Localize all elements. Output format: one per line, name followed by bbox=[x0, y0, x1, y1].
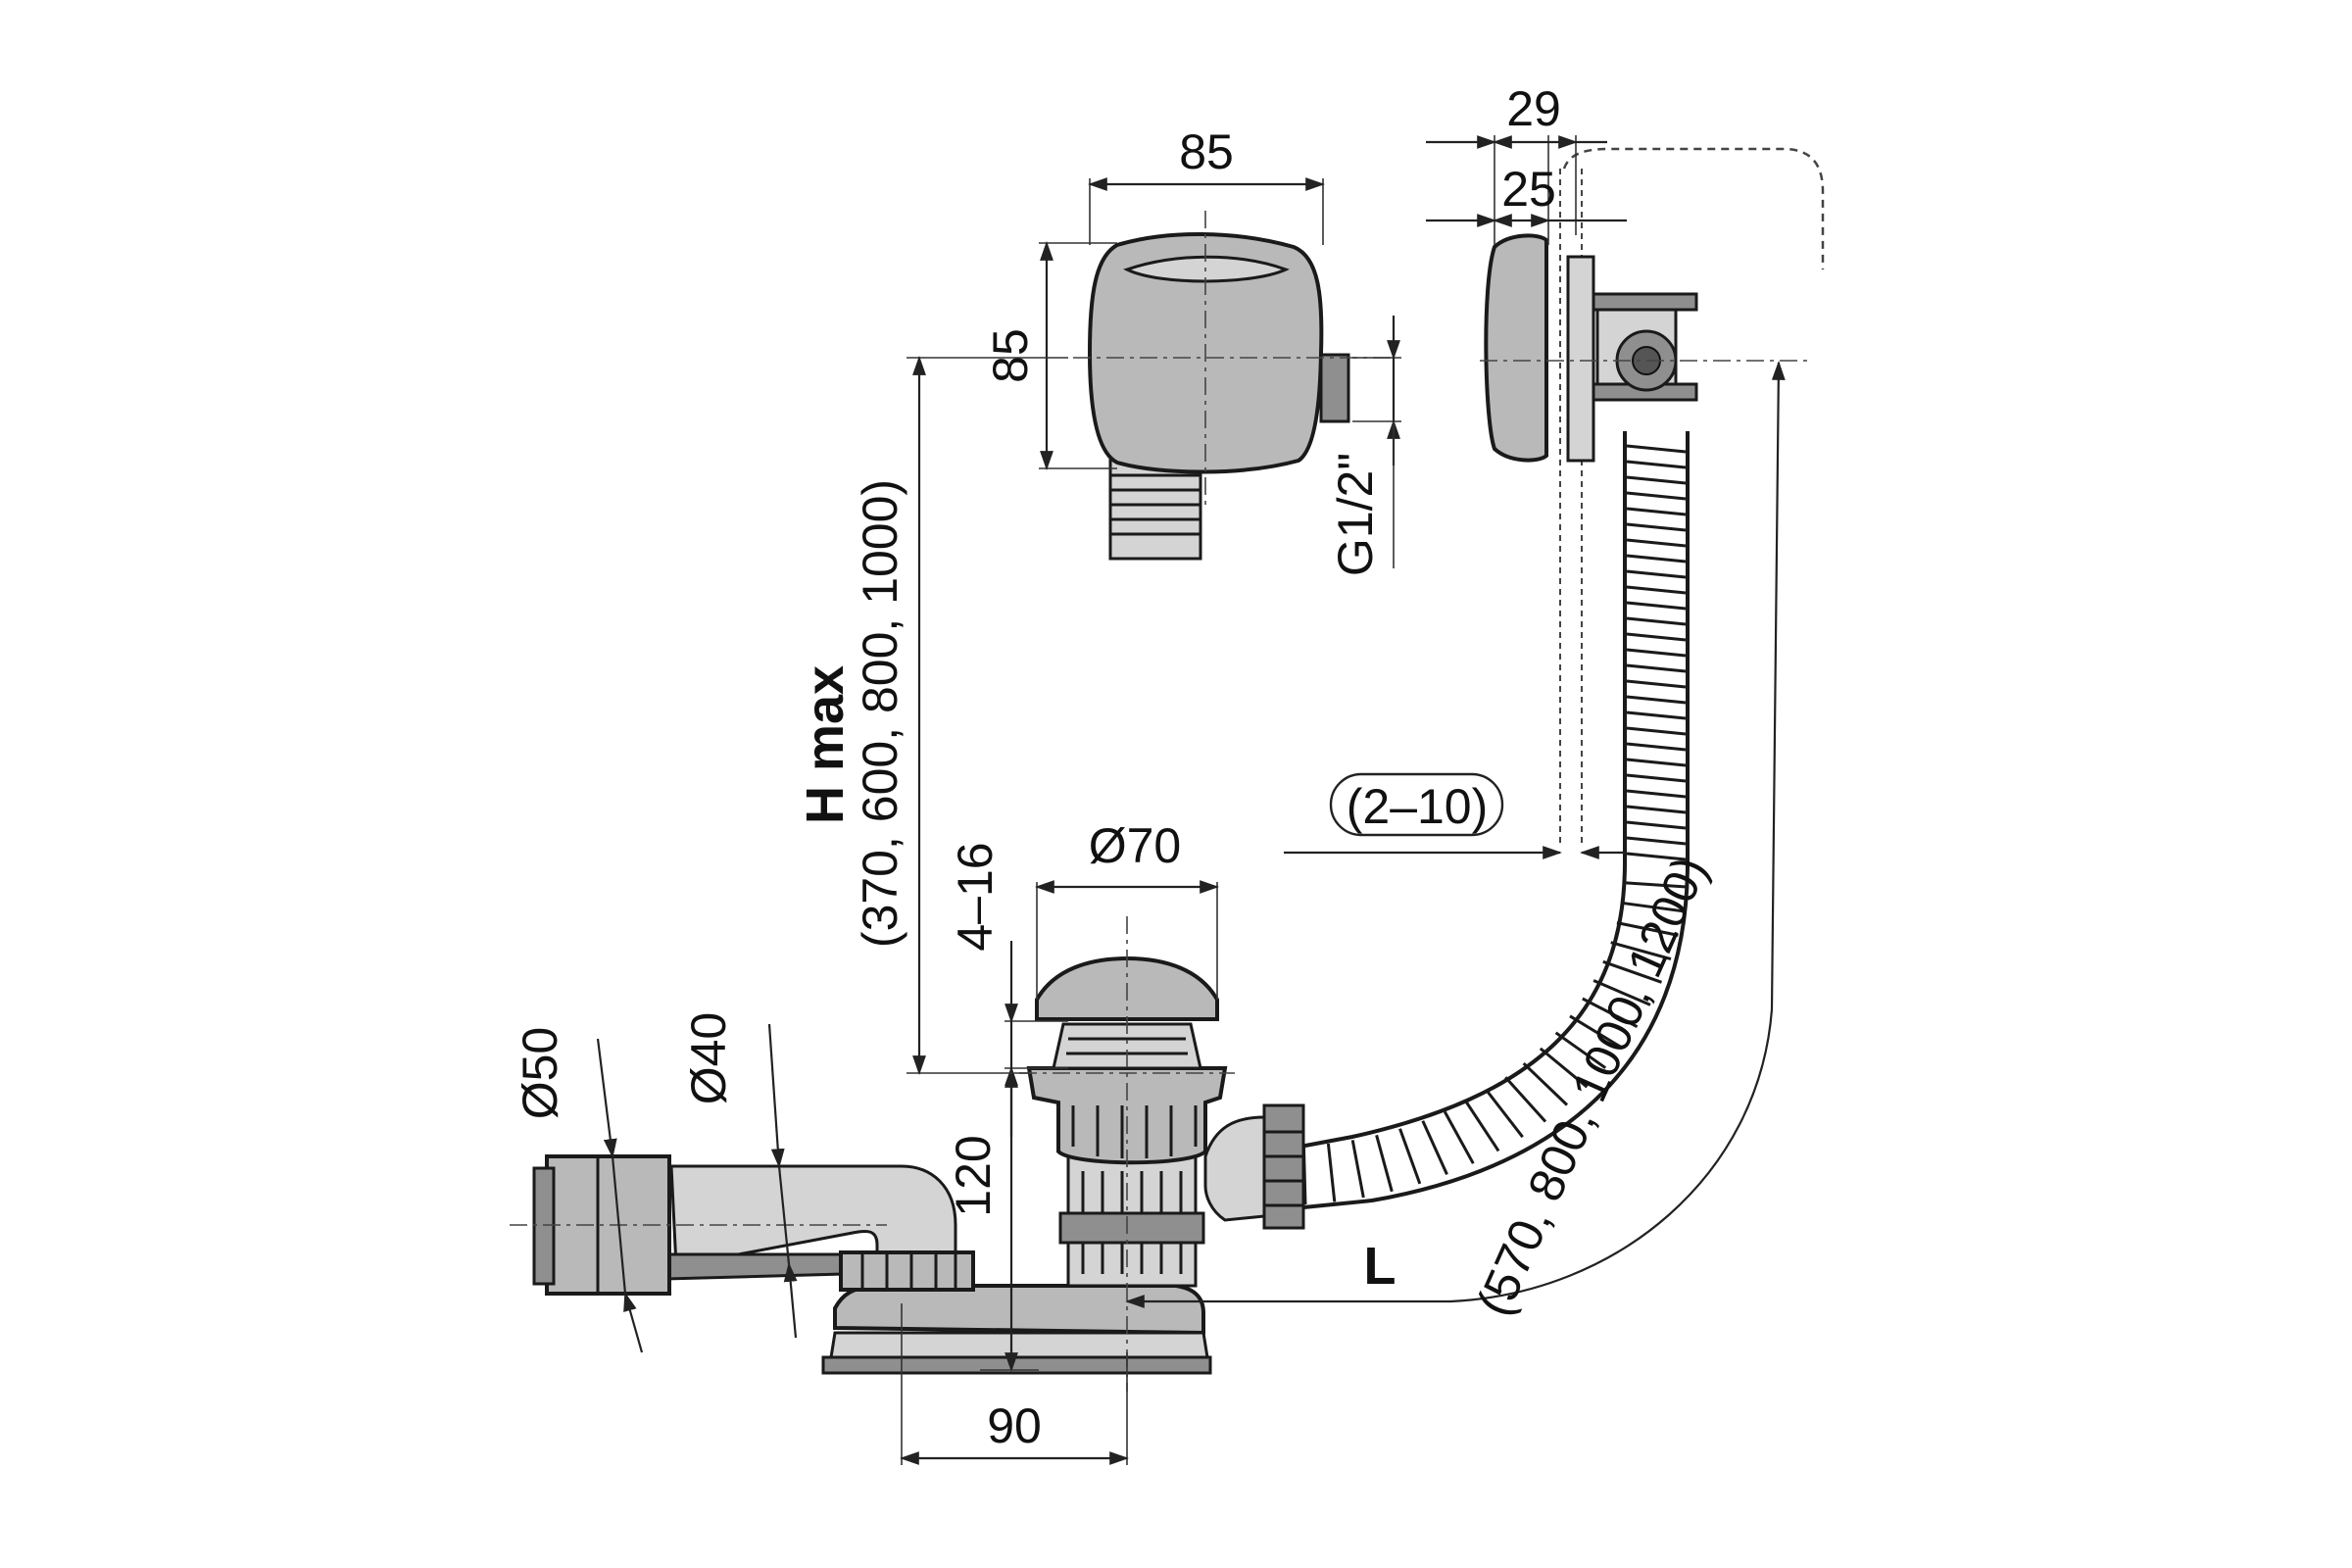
hose-rib bbox=[1504, 1076, 1547, 1123]
hose-rib bbox=[1626, 710, 1687, 720]
hose-rib bbox=[1626, 554, 1687, 564]
hose-rib bbox=[1626, 679, 1687, 689]
hose-rib bbox=[1626, 789, 1687, 799]
height-120-label: 120 bbox=[946, 1135, 1001, 1216]
hose-rib bbox=[1626, 820, 1687, 830]
h-max-values: (370, 600, 800, 1000) bbox=[853, 479, 907, 948]
hose-rib bbox=[1626, 695, 1687, 705]
plug-range-label: 4–16 bbox=[948, 842, 1003, 951]
hose-rib bbox=[1626, 522, 1687, 532]
dim-wall-thickness: (2–10) bbox=[1284, 772, 1627, 859]
dim-overflow-width: 85 bbox=[1088, 124, 1325, 245]
hose-rib bbox=[1626, 758, 1687, 767]
hose-rib bbox=[1626, 648, 1687, 658]
hose-rib bbox=[1350, 1140, 1365, 1199]
wall-thickness-label: (2–10) bbox=[1347, 779, 1489, 834]
hose-rib bbox=[1626, 538, 1687, 548]
hose-rib bbox=[1626, 585, 1687, 595]
hose-rib bbox=[1626, 805, 1687, 814]
hose-rib bbox=[1375, 1134, 1394, 1193]
hose-rib bbox=[1626, 507, 1687, 516]
hose-rib bbox=[1464, 1101, 1500, 1152]
overflow-side-view bbox=[1480, 147, 1825, 848]
hose-length-label: L bbox=[1364, 1237, 1396, 1296]
hose-rib bbox=[1626, 569, 1687, 579]
hose-rib bbox=[1626, 773, 1687, 783]
dim-h-max: H max (370, 600, 800, 1000) bbox=[796, 356, 1068, 1075]
hose-rib bbox=[1626, 616, 1687, 626]
hose-rib bbox=[1626, 460, 1687, 469]
hose-length-values: (570, 800, 1000, 1200) bbox=[1466, 849, 1718, 1324]
hose-rib bbox=[1421, 1120, 1448, 1176]
depth-total-label: 29 bbox=[1506, 81, 1561, 136]
hose-rib bbox=[1626, 663, 1687, 673]
hose-rib bbox=[1626, 632, 1687, 642]
dim-outlet-d50: Ø50 bbox=[513, 1027, 644, 1353]
base-width-label: 90 bbox=[987, 1398, 1042, 1453]
plug-diameter-label: Ø70 bbox=[1089, 818, 1182, 873]
hose-rib bbox=[1626, 491, 1687, 501]
h-max-label: H max bbox=[796, 665, 855, 824]
dim-overflow-height: 85 bbox=[983, 241, 1117, 470]
overflow-height-label: 85 bbox=[983, 328, 1038, 383]
hose-rib bbox=[1626, 742, 1687, 752]
hose-rib bbox=[1485, 1089, 1524, 1139]
dim-outlet-d40: Ø40 bbox=[681, 1012, 798, 1339]
hose-rib bbox=[1398, 1128, 1422, 1185]
hose-rib bbox=[1626, 475, 1687, 485]
drain-assembly bbox=[821, 916, 1305, 1392]
outlet-d50-label: Ø50 bbox=[513, 1027, 567, 1120]
dim-base-width: 90 bbox=[900, 1303, 1129, 1465]
hose-rib bbox=[1326, 1143, 1337, 1202]
hose-rib bbox=[1626, 601, 1687, 611]
hose-rib bbox=[1626, 444, 1687, 454]
hose-rib bbox=[1443, 1110, 1475, 1164]
thread-label: G1/2" bbox=[1328, 453, 1383, 576]
hose-rib bbox=[1626, 726, 1687, 736]
depth-inner-label: 25 bbox=[1501, 162, 1556, 217]
outlet-d40-label: Ø40 bbox=[681, 1012, 736, 1105]
outlet-pipe bbox=[510, 1154, 975, 1296]
overflow-width-label: 85 bbox=[1179, 124, 1234, 179]
hose-rib bbox=[1626, 836, 1687, 846]
dim-depth: 29 25 bbox=[1426, 81, 1627, 245]
dim-height-120: 120 bbox=[946, 1068, 1039, 1372]
